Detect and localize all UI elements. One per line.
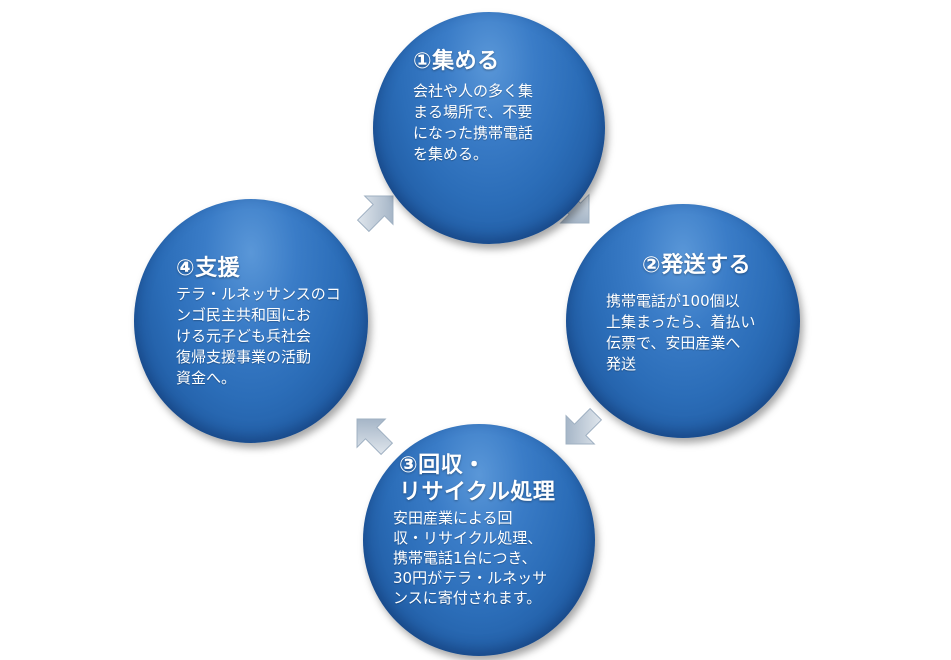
step-circle-ship: ②発送する 携帯電話が100個以 上集まったら、着払い 伝票で、安田産業へ 発送 — [566, 204, 800, 438]
step-title: ①集める — [413, 49, 500, 74]
step-circle-support: ④支援 テラ・ルネッサンスのコ ンゴ民主共和国にお ける元子ども兵社会 復帰支援… — [134, 199, 368, 443]
arrow-icon-support-to-collect — [356, 195, 394, 233]
step-description: 安田産業による回 収・リサイクル処理、 携帯電話1台につき、 30円がテラ・ルネ… — [393, 509, 548, 607]
arrow-icon-ship-to-recycle — [565, 407, 603, 445]
step-circle-collect: ①集める 会社や人の多く集 まる場所で、不要 になった携帯電話 を集める。 — [373, 12, 605, 244]
step-description: テラ・ルネッサンスのコ ンゴ民主共和国にお ける元子ども兵社会 復帰支援事業の活… — [176, 285, 341, 387]
step-title: ④支援 — [176, 256, 241, 281]
step-title: ②発送する — [642, 253, 752, 278]
step-description: 会社や人の多く集 まる場所で、不要 になった携帯電話 を集める。 — [413, 82, 534, 163]
step-description: 携帯電話が100個以 上集まったら、着払い 伝票で、安田産業へ 発送 — [606, 292, 756, 373]
arrow-icon-recycle-to-support — [356, 418, 394, 456]
step-circle-recycle: ③回収・ リサイクル処理 安田産業による回 収・リサイクル処理、 携帯電話1台に… — [363, 424, 595, 656]
step-title: ③回収・ リサイクル処理 — [399, 453, 556, 505]
